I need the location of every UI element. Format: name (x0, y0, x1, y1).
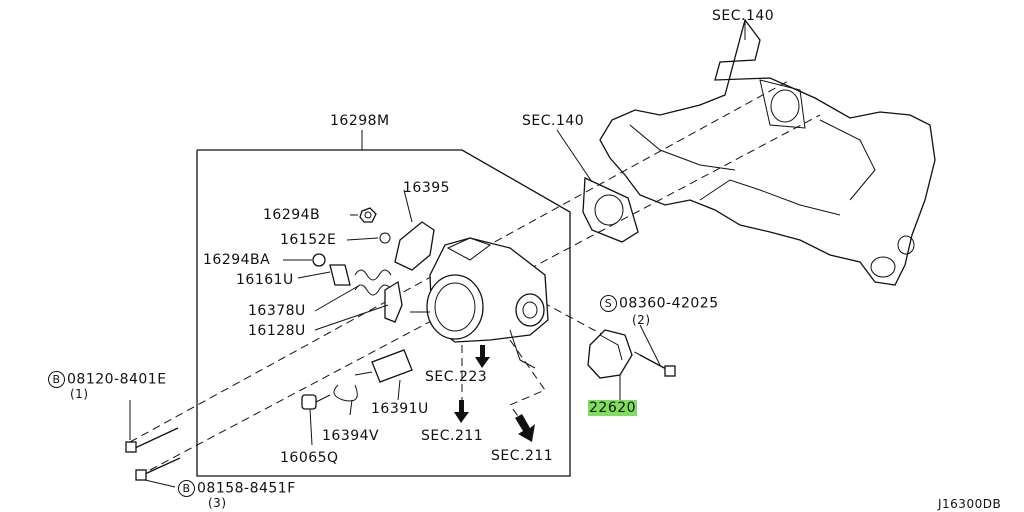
part-number: 22620 (588, 400, 638, 416)
gasket-drawing (582, 177, 639, 243)
label-16395[interactable]: 16395 (403, 180, 451, 196)
label-16152E[interactable]: 16152E (280, 232, 337, 248)
label-16065Q[interactable]: 16065Q (280, 450, 339, 466)
label-sec140-top[interactable]: SEC.140 (712, 8, 775, 24)
throttle-body-drawing (410, 237, 549, 369)
label-16161U[interactable]: 16161U (236, 272, 294, 288)
part-number: 08120-8401E (67, 371, 167, 388)
qty-08158: (3) (208, 496, 227, 510)
qty-08120: (1) (70, 387, 89, 401)
label-sec211-b[interactable]: SEC.211 (491, 448, 554, 464)
arrow-sec211-a (454, 400, 469, 423)
small-parts-drawing (125, 189, 676, 488)
label-16378U[interactable]: 16378U (248, 303, 306, 319)
s-marker-icon: S (600, 295, 617, 312)
intake-manifold-drawing (599, 18, 936, 286)
qty-08360: (2) (632, 313, 651, 327)
assembly-frame (196, 149, 571, 477)
leader-sec140-mid (556, 129, 593, 183)
label-16294B[interactable]: 16294B (263, 207, 321, 223)
label-16394V[interactable]: 16394V (322, 428, 380, 444)
diagram-code: J16300DB (938, 497, 1002, 511)
part-number: 08158-8451F (197, 480, 296, 497)
label-16391U[interactable]: 16391U (371, 401, 429, 417)
bolt-08158 (135, 457, 181, 481)
bolt-08120 (125, 427, 179, 453)
label-22620[interactable]: 22620 (588, 400, 638, 416)
b-marker-icon: B (178, 480, 195, 497)
arrow-sec223 (475, 345, 490, 368)
label-sec211-a[interactable]: SEC.211 (421, 428, 484, 444)
label-16128U[interactable]: 16128U (248, 323, 306, 339)
label-16294BA[interactable]: 16294BA (203, 252, 271, 268)
b-marker-icon: B (48, 371, 65, 388)
label-sec140-mid[interactable]: SEC.140 (522, 113, 585, 129)
label-sec223[interactable]: SEC.223 (425, 369, 488, 385)
bolt-08360 (639, 354, 676, 377)
label-16298M[interactable]: 16298M (330, 113, 390, 129)
part-number: 08360-42025 (619, 295, 719, 312)
arrow-sec211-b (515, 414, 535, 442)
